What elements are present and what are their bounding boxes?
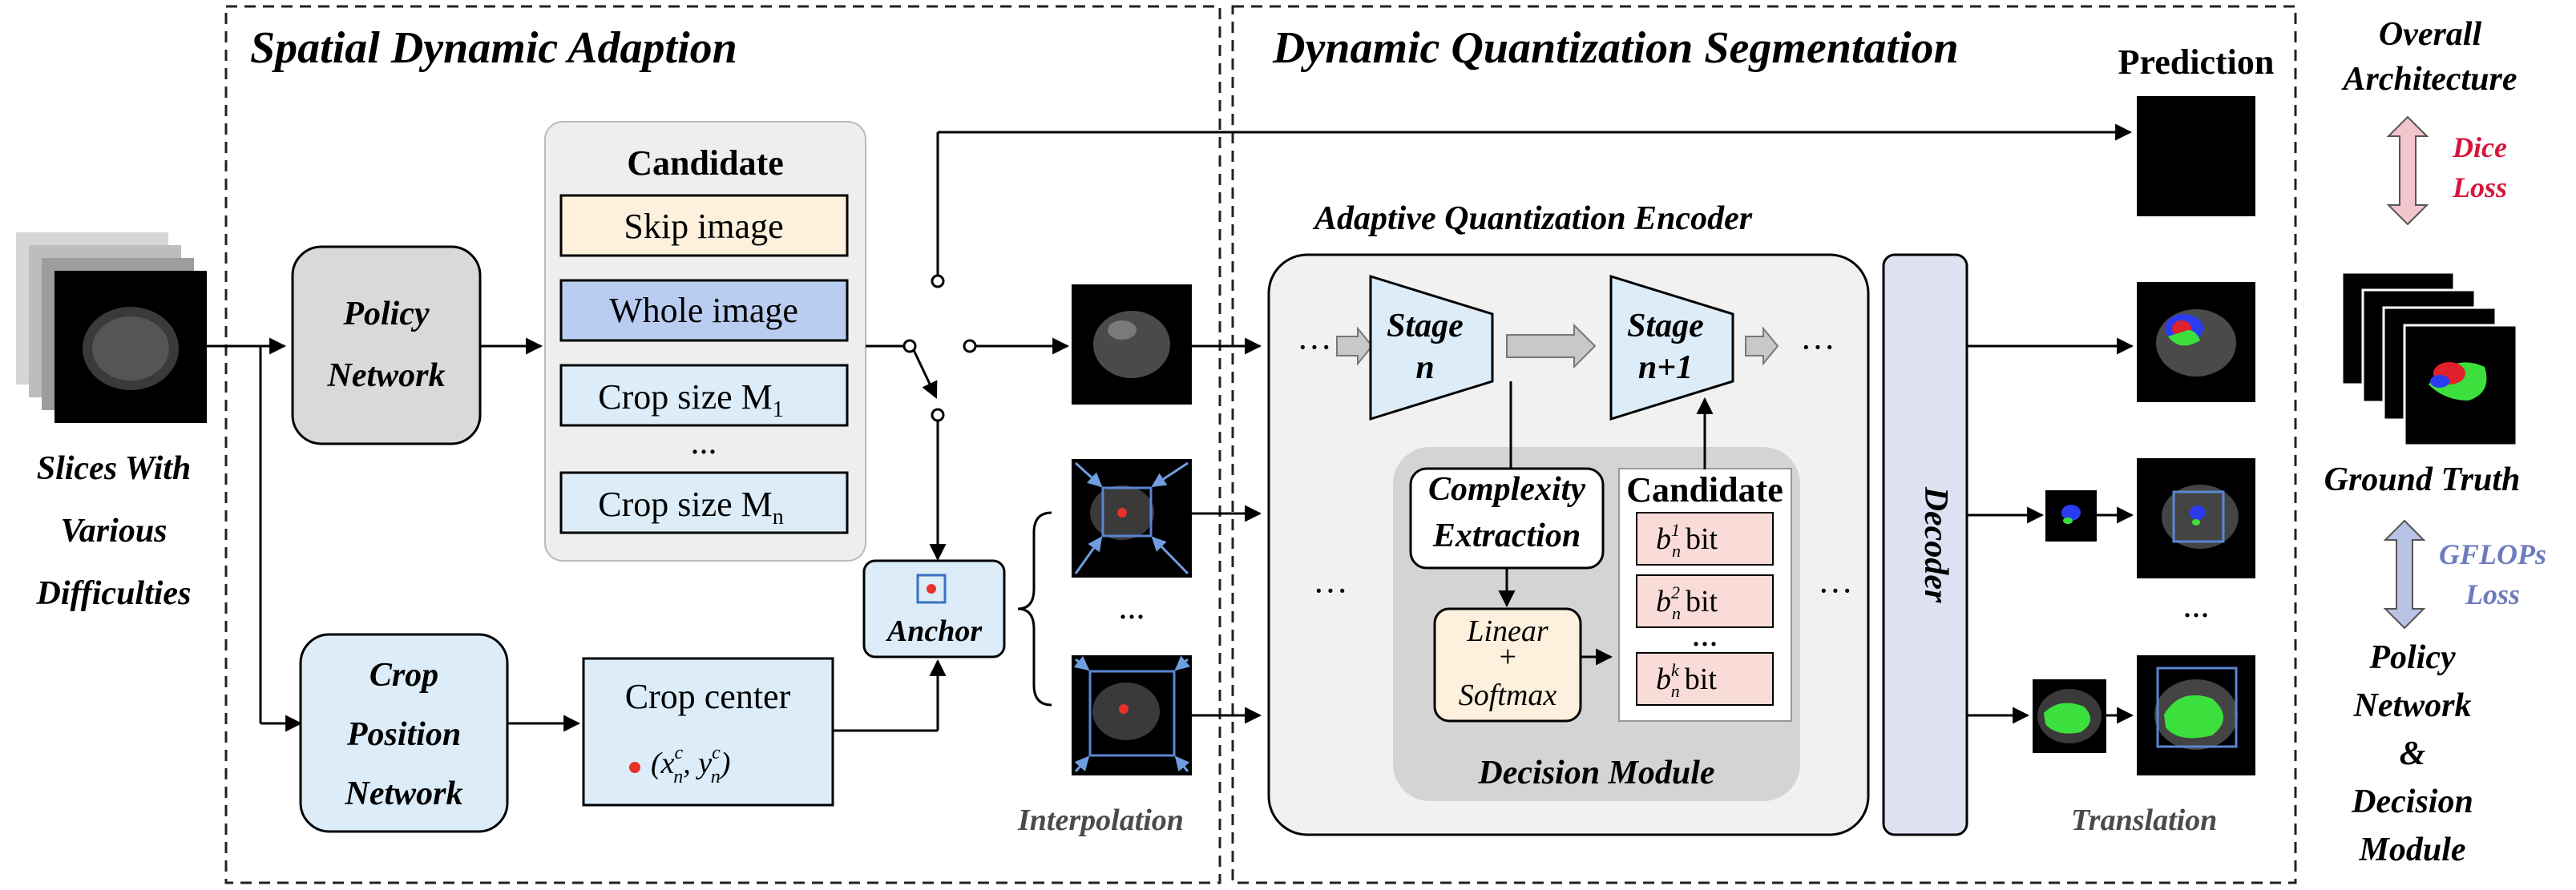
candidate-crop-1-label: Crop size M1 [598, 377, 784, 422]
anchor-box [862, 559, 1006, 658]
candidate-skip-label: Skip image [624, 207, 783, 246]
output-crop-small-1 [2045, 490, 2097, 542]
skip-output-slice [1072, 284, 1192, 405]
candidate-crop-n-label: Crop size Mn [598, 485, 784, 530]
candidate-crop-size-1 [559, 364, 849, 427]
complexity-label-2: Extraction [1432, 517, 1581, 554]
switch-node [902, 339, 917, 353]
svg-text:Policy: Policy [2368, 639, 2456, 676]
output-crop-small-2 [2033, 679, 2106, 753]
crop-center-dot [629, 762, 640, 773]
svg-text:Network: Network [2353, 687, 2472, 724]
dice-loss-arrow [2386, 115, 2429, 226]
svg-text:Various: Various [60, 513, 167, 550]
svg-text:Slices With: Slices With [37, 450, 192, 487]
candidate-title: Candidate [627, 143, 784, 183]
decision-module-label: Decision Module [1477, 755, 1714, 791]
stage-n-plus-1 [1609, 274, 1734, 421]
encoder-ellipsis-right: ··· [1800, 328, 1835, 367]
crop-center-box [582, 657, 834, 807]
candidate-whole-label: Whole image [609, 291, 798, 330]
crop-position-label-1: Crop [369, 657, 438, 694]
left-section-title: Spatial Dynamic Adaption [250, 23, 737, 73]
candidate-crop-size-n [559, 471, 849, 534]
svg-text:Decision: Decision [2351, 783, 2473, 820]
policy-network-box [291, 245, 482, 445]
encoder-ellipsis-mid-right: ··· [1818, 571, 1853, 610]
linear-softmax-box [1433, 607, 1582, 723]
crop-position-network-box [299, 633, 509, 833]
crop-center-title: Crop center [625, 677, 791, 716]
stage-n1-sub: n+1 [1638, 349, 1693, 386]
svg-text:Difficulties: Difficulties [36, 575, 192, 612]
candidate-whole-image [559, 279, 849, 342]
translation-label: Translation [2071, 803, 2217, 837]
quantization-region [1231, 5, 2297, 884]
output-crop-slice-1 [2137, 458, 2255, 578]
candidate-skip-image [559, 194, 849, 257]
input-slices-stack [16, 232, 207, 423]
output-whole-slice [2137, 282, 2255, 402]
bit-option-1 [1636, 512, 1774, 566]
svg-text:Module: Module [2358, 832, 2465, 868]
gflops-loss-label-2: Loss [2465, 578, 2520, 610]
overall-label-1: Overall [2379, 16, 2482, 53]
bit-option-2 [1636, 574, 1774, 628]
interpolation-slice-2 [1072, 655, 1192, 775]
encoder-ellipsis-mid-left: ··· [1313, 571, 1348, 610]
brace [1017, 511, 1052, 707]
encoder-title: Adaptive Quantization Encoder [1312, 200, 1753, 237]
complexity-extraction-box [1409, 467, 1605, 570]
policy-network-label-2: Network [327, 357, 446, 394]
prediction-label: Prediction [2118, 42, 2275, 82]
ground-truth-stack [2340, 271, 2518, 447]
dice-loss-label-2: Loss [2452, 171, 2507, 203]
stage-n [1369, 274, 1494, 421]
bit-option-k [1636, 652, 1774, 706]
interpolation-label: Interpolation [1017, 803, 1184, 837]
spatial-adaption-region [224, 5, 1221, 884]
complexity-label-1: Complexity [1428, 471, 1585, 508]
prediction-image [2137, 96, 2255, 216]
decoder-label: Decoder [1917, 486, 1954, 603]
gflops-loss-arrow [2383, 519, 2426, 630]
linear-label: Linear [1466, 614, 1548, 648]
stage-n-label: Stage [1387, 308, 1464, 344]
stage-n1-label: Stage [1627, 308, 1704, 344]
output-crop-slice-2 [2137, 655, 2255, 775]
policy-network-label-1: Policy [342, 296, 430, 332]
input-label: Slices With Various Difficulties [36, 450, 192, 612]
outputs-ellipsis: ... [2183, 586, 2210, 625]
interpolation-slice-1 [1072, 459, 1192, 578]
interpolation-ellipsis: ... [1119, 587, 1145, 626]
candidate-ellipsis: ... [691, 422, 717, 461]
crop-position-label-3: Network [345, 775, 463, 812]
softmax-label: Softmax [1459, 679, 1557, 712]
dice-loss-label-1: Dice [2452, 131, 2507, 163]
bits-ellipsis: ... [1692, 614, 1718, 654]
plus-label: + [1497, 640, 1518, 674]
overall-label-2: Architecture [2341, 61, 2517, 98]
svg-text:&: & [2400, 735, 2426, 772]
anchor-icon [916, 574, 947, 604]
ground-truth-label: Ground Truth [2324, 461, 2521, 498]
policy-decision-label: Policy Network & Decision Module [2351, 639, 2473, 868]
gflops-loss-label-1: GFLOPs [2439, 538, 2546, 570]
anchor-label: Anchor [886, 614, 983, 648]
decoder-box [1882, 253, 1968, 836]
crop-position-label-2: Position [346, 716, 461, 753]
stage-n-sub: n [1415, 349, 1434, 386]
bit-candidate-title: Candidate [1626, 470, 1783, 509]
right-section-title: Dynamic Quantization Segmentation [1272, 23, 1959, 73]
encoder-ellipsis-left: ··· [1297, 328, 1332, 367]
